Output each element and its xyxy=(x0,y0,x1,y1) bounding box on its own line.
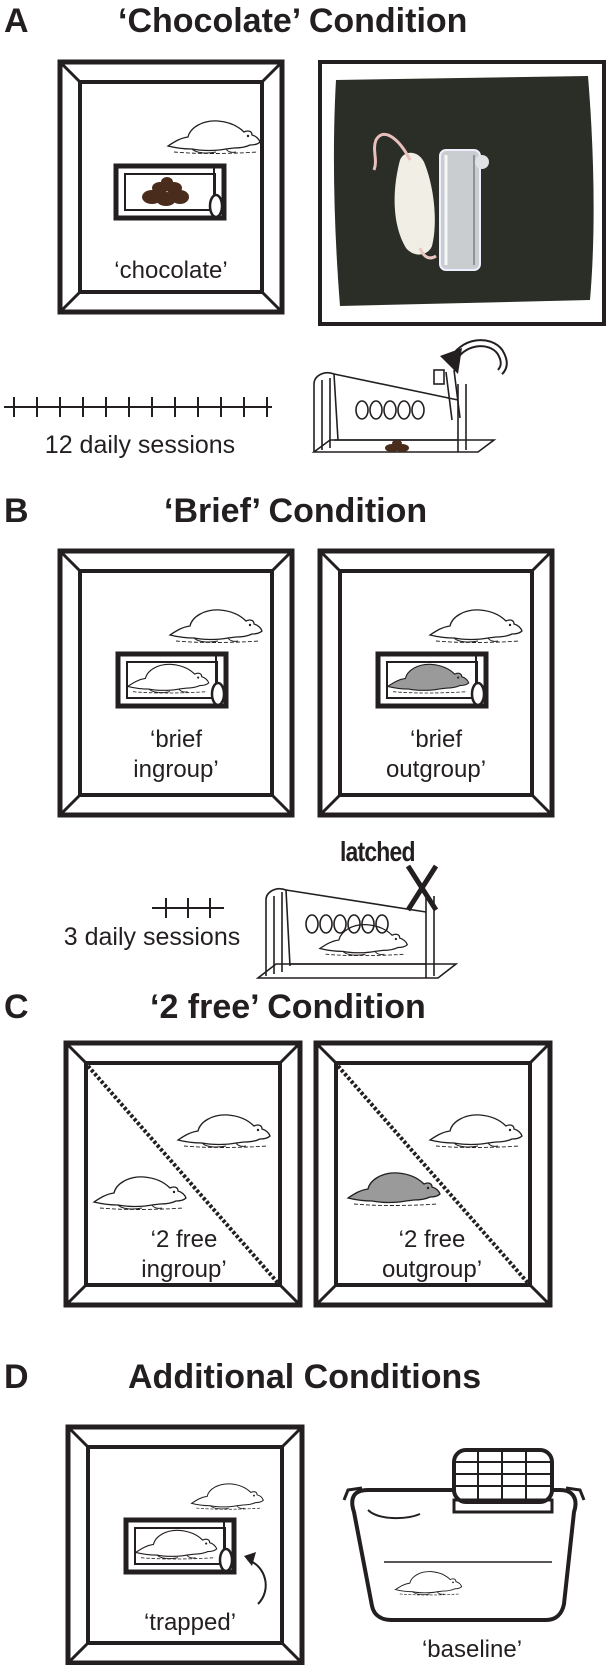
label-latched: latched xyxy=(340,836,415,867)
restrainer-icon xyxy=(118,654,226,706)
arena-chocolate xyxy=(57,59,285,315)
label-brief-outgroup-line1: ‘brief xyxy=(409,726,463,753)
timeline-12 xyxy=(4,397,272,417)
panel-letter-d: D xyxy=(4,1358,29,1396)
arena-brief-ingroup xyxy=(57,548,295,818)
label-chocolate: ‘chocolate’ xyxy=(114,257,228,284)
panel-title-d: Additional Conditions xyxy=(128,1358,482,1396)
arena-brief-outgroup xyxy=(317,548,555,818)
arrow-icon xyxy=(440,339,508,375)
label-2free-ingroup-line2: ingroup’ xyxy=(141,1256,227,1283)
label-trapped: ‘trapped’ xyxy=(143,1609,237,1636)
panel-title-a: ‘Chocolate’ Condition xyxy=(118,2,468,40)
arena-photo xyxy=(318,60,606,326)
arrow-icon xyxy=(244,1552,256,1566)
arena-2free-outgroup xyxy=(313,1040,553,1308)
label-2free-outgroup-line2: outgroup’ xyxy=(381,1256,483,1283)
restrainer-icon xyxy=(126,1520,234,1572)
chocolate-chips-icon xyxy=(142,177,189,206)
label-brief-ingroup-line1: ‘brief xyxy=(149,726,203,753)
label-12-daily-sessions: 12 daily sessions xyxy=(44,431,236,459)
label-brief-outgroup-line2: outgroup’ xyxy=(385,756,487,783)
panel-title-b: ‘Brief’ Condition xyxy=(164,492,428,530)
panel-letter-c: C xyxy=(4,988,29,1026)
restrainer-open xyxy=(311,369,497,453)
timeline-3 xyxy=(152,898,224,918)
chocolate-chips-icon xyxy=(385,440,409,452)
label-2free-outgroup-line1: ‘2 free xyxy=(398,1226,466,1253)
arena-2free-ingroup xyxy=(63,1040,303,1308)
latched-x-mark xyxy=(405,864,439,912)
label-3-daily-sessions: 3 daily sessions xyxy=(63,923,241,951)
panel-letter-a: A xyxy=(4,2,29,40)
label-2free-ingroup-line1: ‘2 free xyxy=(150,1226,218,1253)
label-baseline: ‘baseline’ xyxy=(421,1636,523,1663)
restrainer-latched xyxy=(255,887,459,979)
panel-letter-b: B xyxy=(4,492,29,530)
panel-title-c: ‘2 free’ Condition xyxy=(150,988,426,1026)
arena-trapped xyxy=(65,1424,305,1665)
cage-icon xyxy=(342,1448,586,1622)
label-brief-ingroup-line2: ingroup’ xyxy=(133,756,219,783)
rat-icon xyxy=(394,1571,463,1596)
